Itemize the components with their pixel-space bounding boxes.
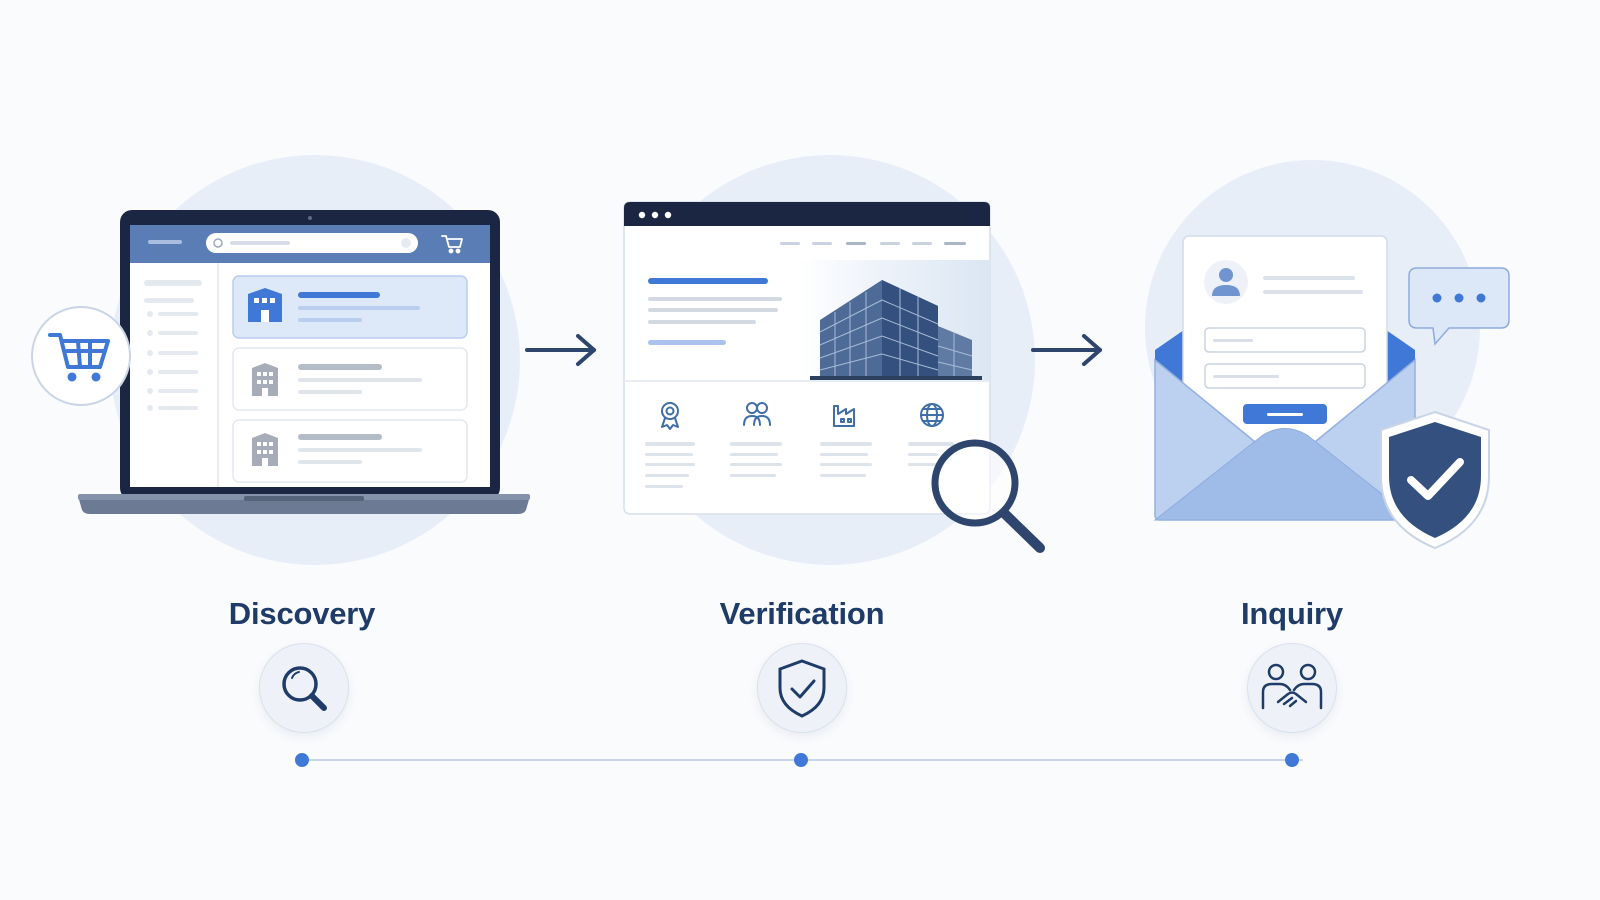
timeline — [295, 753, 1303, 767]
chat-bubble-icon — [1408, 267, 1510, 346]
shield-check-icon — [778, 659, 826, 718]
discovery-badge — [259, 643, 349, 733]
timeline-dot-verification — [794, 753, 808, 767]
inquiry-badge — [1247, 643, 1337, 733]
arrow-right-icon — [525, 334, 596, 366]
shopping-cart-icon — [31, 306, 131, 406]
timeline-dot-discovery — [295, 753, 309, 767]
handshake-people-icon — [1261, 663, 1323, 710]
arrow-right-icon — [1031, 334, 1102, 366]
step-label-verification: Verification — [719, 596, 885, 631]
step-label-discovery: Discovery — [228, 596, 376, 631]
magnifier-icon — [931, 439, 1045, 553]
verification-badge — [757, 643, 847, 733]
company-profile-browser-illustration — [623, 201, 1045, 553]
shield-check-icon — [1380, 410, 1490, 550]
laptop-marketplace-illustration — [78, 210, 530, 514]
magnifier-icon — [282, 666, 327, 711]
step-label-inquiry: Inquiry — [1241, 596, 1343, 631]
inquiry-envelope-illustration — [1153, 235, 1510, 550]
timeline-dot-inquiry — [1285, 753, 1299, 767]
